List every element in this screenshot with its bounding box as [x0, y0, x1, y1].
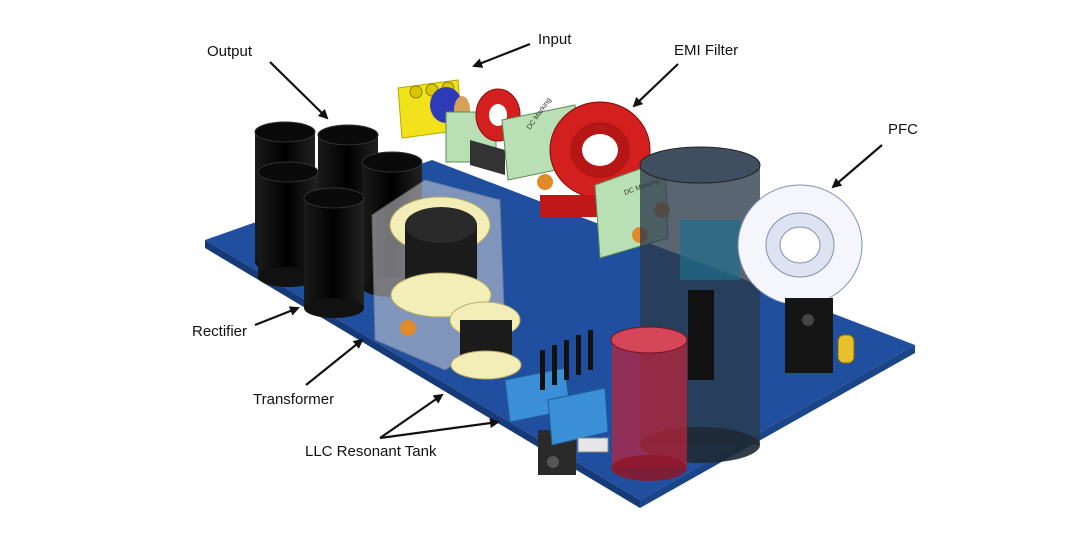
- arrow-icon: [254, 306, 300, 327]
- label-input: Input: [538, 31, 572, 48]
- arrow-icon: [472, 42, 531, 68]
- label-output: Output: [207, 43, 253, 60]
- red-capacitor: [610, 326, 688, 481]
- pin-header: [540, 330, 593, 390]
- pfc-switch: [785, 298, 855, 373]
- output-capacitor: [303, 187, 365, 318]
- arrow-icon: [305, 338, 364, 386]
- label-rectifier: Rectifier: [192, 323, 248, 340]
- arrow-icon: [831, 144, 883, 189]
- label-llc-resonant-tank: LLC Resonant Tank: [305, 443, 437, 460]
- label-pfc: PFC: [888, 121, 918, 138]
- arrow-icon: [269, 61, 329, 120]
- label-emi-filter: EMI Filter: [674, 42, 739, 59]
- label-transformer: Transformer: [253, 391, 335, 408]
- arrow-icon: [632, 63, 679, 108]
- arrow-icon: [379, 418, 500, 440]
- annotation-arrows: [254, 42, 883, 440]
- pfc-inductor: [737, 184, 863, 306]
- arrow-icon: [379, 393, 444, 439]
